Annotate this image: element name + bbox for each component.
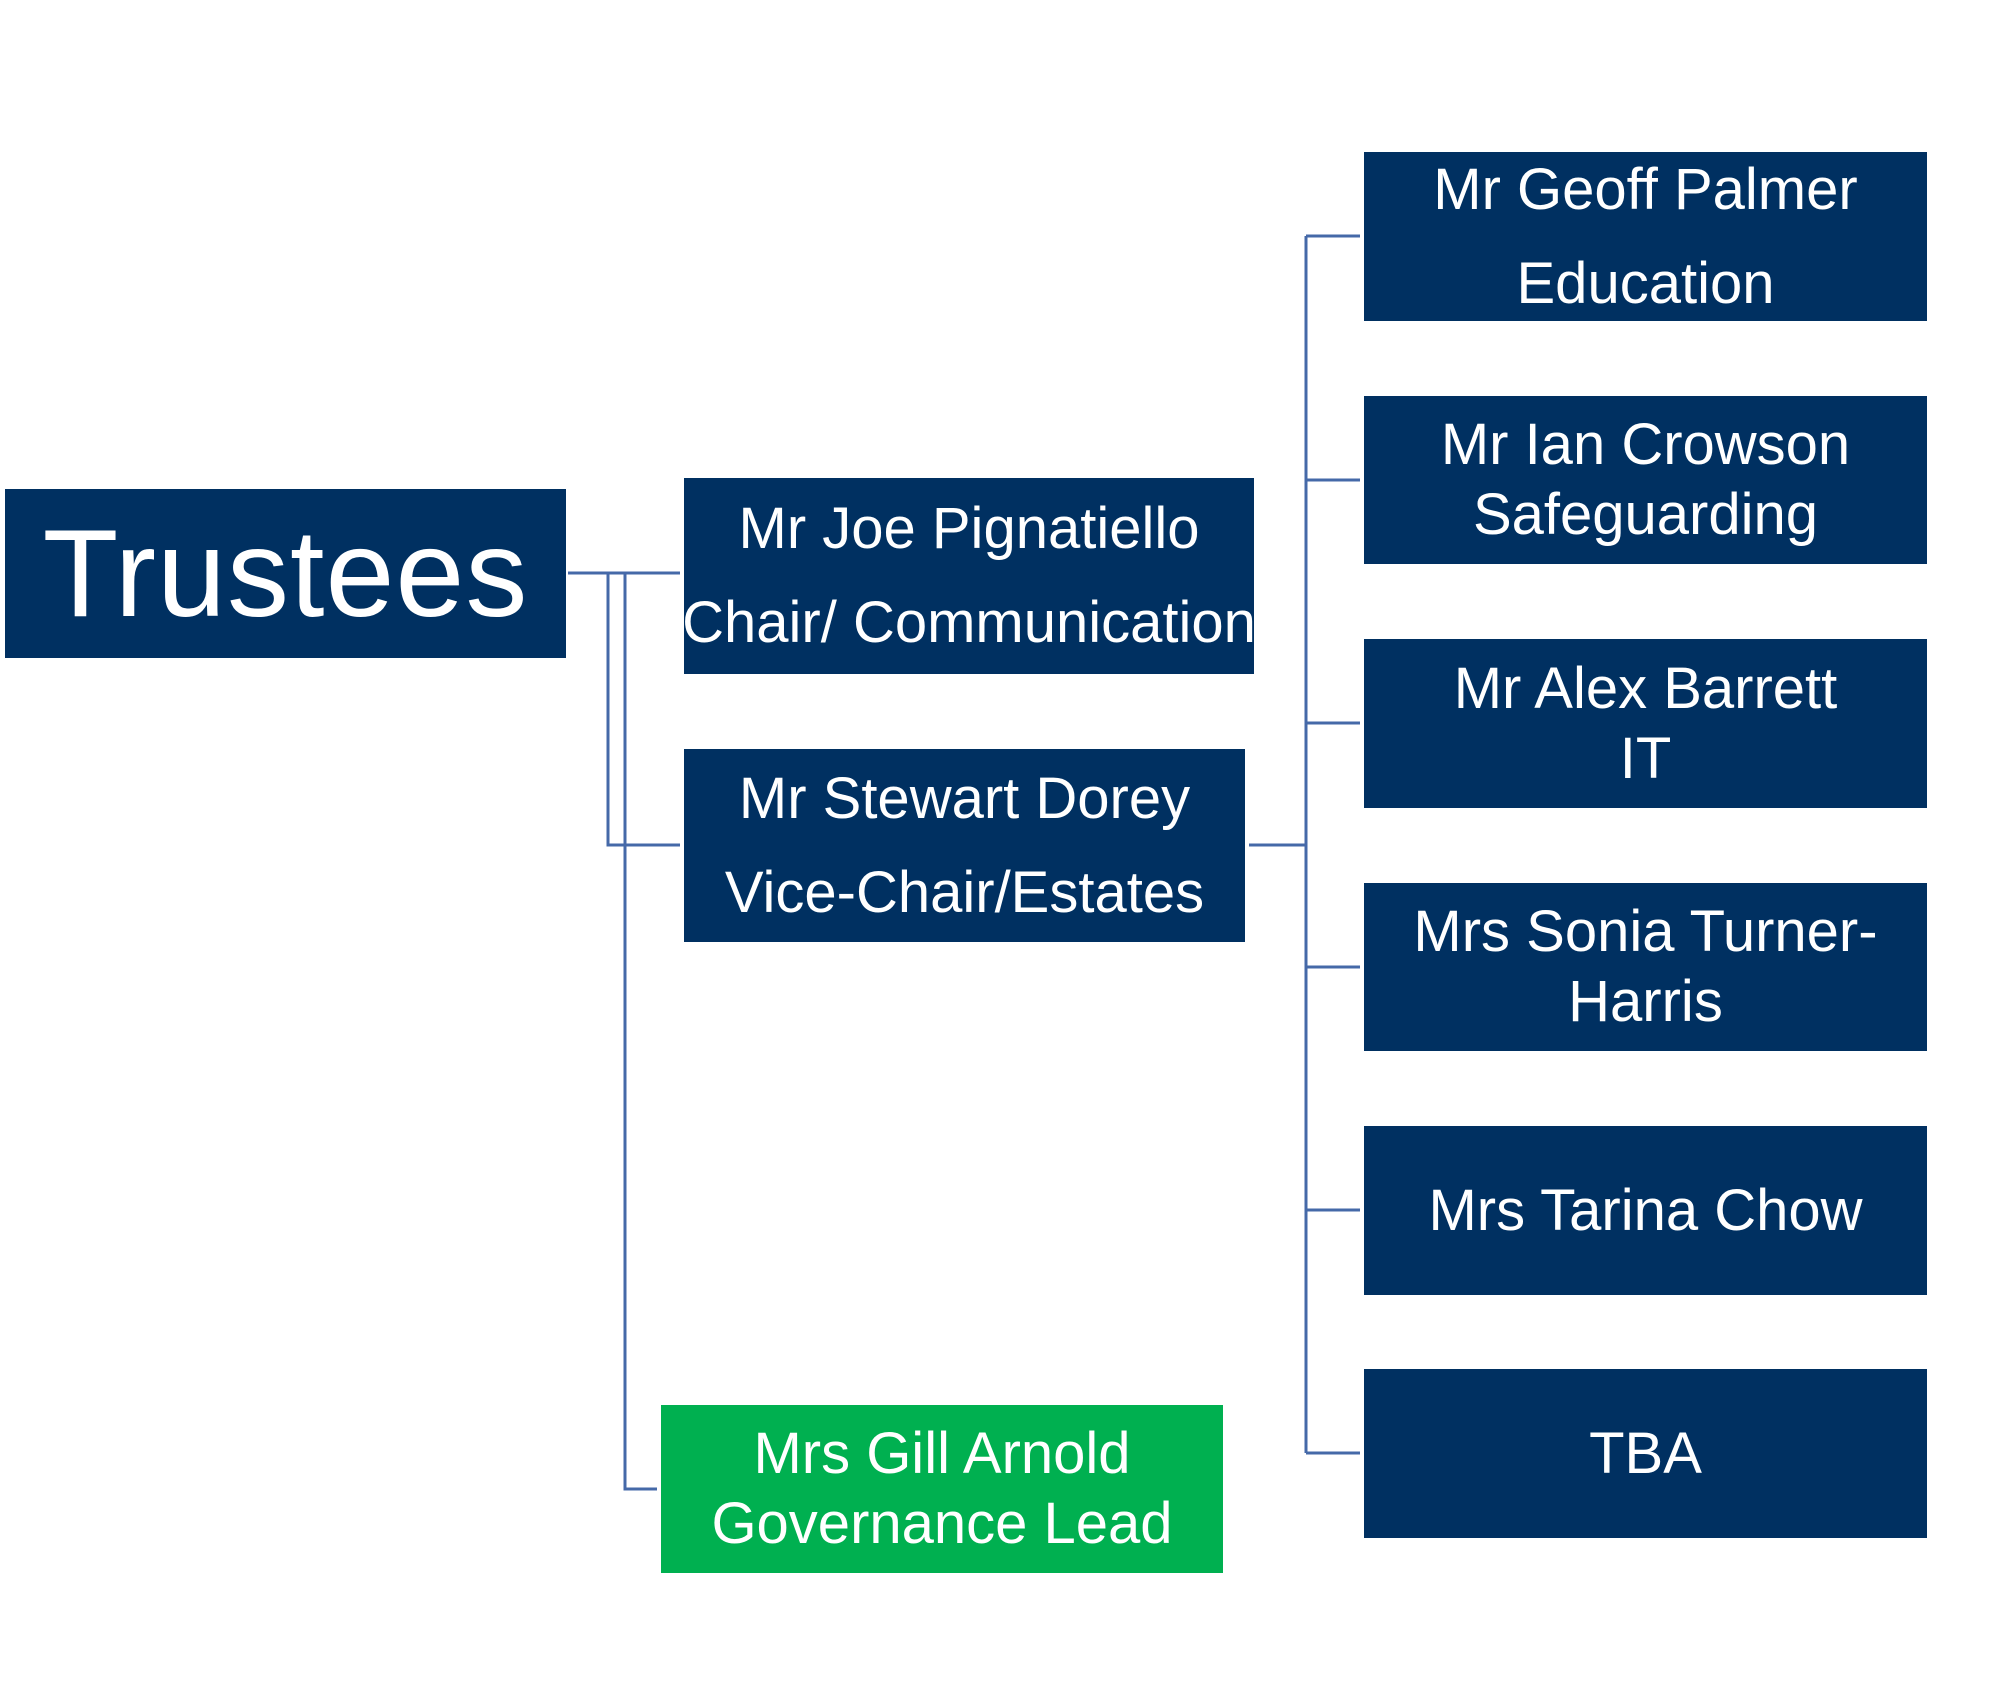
chair-name: Mr Joe Pignatiello [738, 496, 1200, 562]
chair-role: Chair/ Communication [682, 590, 1256, 655]
member-name: Mr Geoff Palmer [1433, 156, 1858, 222]
vice-chair-role: Vice-Chair/Estates [724, 859, 1205, 925]
member-name: Mr Ian Crowson [1440, 412, 1851, 478]
trustees-box: Trustees [5, 489, 566, 658]
member-box-chow: Mrs Tarina Chow [1364, 1126, 1927, 1295]
chair-box: Mr Joe Pignatiello Chair/ Communication [682, 478, 1256, 674]
governance-lead-box: Mrs Gill Arnold Governance Lead [661, 1405, 1223, 1573]
connector-root-to-gov [623, 573, 657, 1491]
member-role: Safeguarding [1472, 482, 1819, 547]
governance-role: Governance Lead [711, 1491, 1173, 1556]
trustees-label: Trustees [42, 504, 529, 643]
vice-chair-name: Mr Stewart Dorey [738, 765, 1191, 831]
member-box-tba: TBA [1364, 1369, 1927, 1538]
member-name: Mr Alex Barrett [1453, 655, 1838, 721]
connector-root-to-vice [606, 573, 680, 847]
governance-name: Mrs Gill Arnold [753, 1421, 1131, 1487]
member-name: TBA [1589, 1420, 1702, 1486]
member-box-education: Mr Geoff Palmer Education [1364, 152, 1927, 321]
member-role: Education [1516, 250, 1775, 316]
member-role: IT [1619, 725, 1672, 791]
member-name-continued: Harris [1568, 969, 1723, 1034]
vice-chair-box: Mr Stewart Dorey Vice-Chair/Estates [684, 749, 1245, 942]
member-box-turner-harris: Mrs Sonia Turner- Harris [1364, 883, 1927, 1051]
member-name: Mrs Tarina Chow [1428, 1177, 1863, 1243]
member-box-safeguarding: Mr Ian Crowson Safeguarding [1364, 396, 1927, 564]
member-box-it: Mr Alex Barrett IT [1364, 639, 1927, 808]
member-name: Mrs Sonia Turner- [1413, 899, 1878, 965]
